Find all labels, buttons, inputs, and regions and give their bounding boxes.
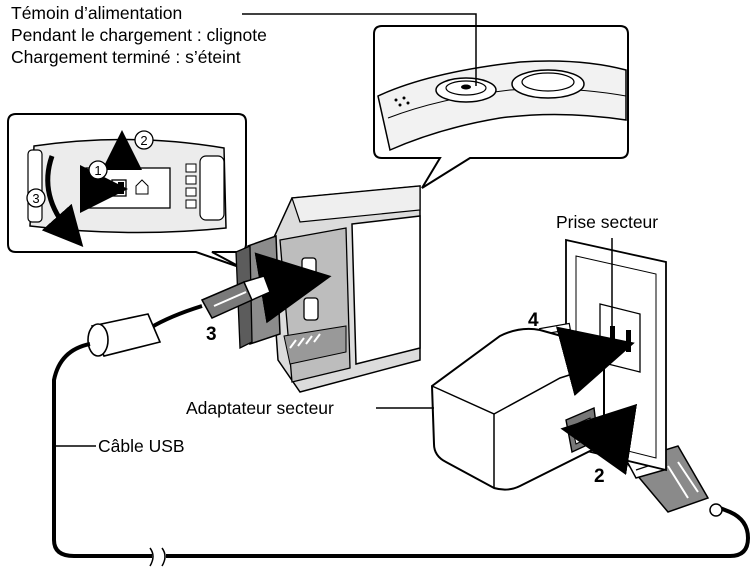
hdmi-port xyxy=(303,297,319,321)
callout-step-1: 1 xyxy=(94,163,101,178)
power-lamp xyxy=(461,84,471,90)
step-3-label: 3 xyxy=(206,324,217,345)
callout-step-2: 2 xyxy=(140,133,147,148)
power-lamp-callout xyxy=(242,13,629,189)
callout-step-3: 3 xyxy=(32,191,39,206)
ac-adapter-label: Adaptateur secteur xyxy=(186,398,334,418)
power-lamp-title: Témoin d’alimentation xyxy=(11,3,183,23)
usb-cable-label: Câble USB xyxy=(98,436,185,456)
camera xyxy=(235,185,421,393)
power-lamp-charging-note: Pendant le chargement : clignote xyxy=(11,25,267,45)
ac-adapter xyxy=(376,322,638,491)
power-lamp-done-note: Chargement terminé : s’éteint xyxy=(11,47,241,67)
battery-cover-callout: 1 2 3 xyxy=(7,113,247,269)
wall-outlet-label: Prise secteur xyxy=(556,212,659,232)
step-2-label: 2 xyxy=(594,466,605,487)
step-4-label: 4 xyxy=(528,310,539,331)
usb-port xyxy=(301,257,317,285)
